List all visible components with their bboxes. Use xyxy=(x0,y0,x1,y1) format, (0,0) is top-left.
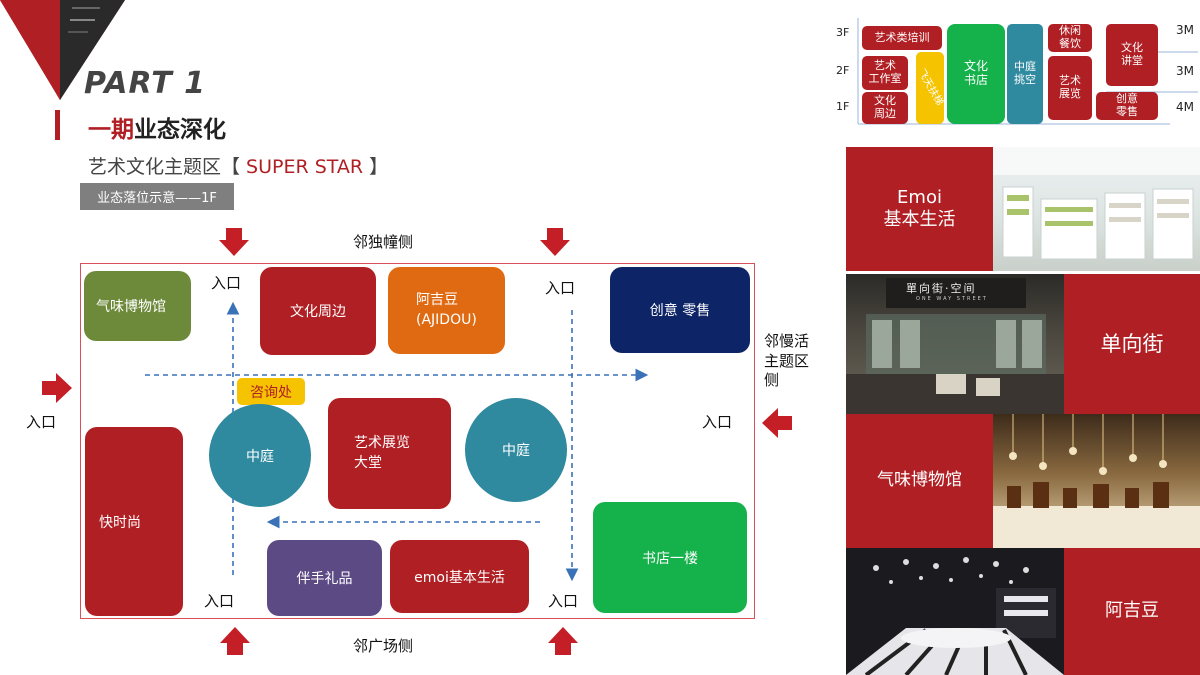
entry-arrow-top-left-icon xyxy=(219,228,249,256)
photo-oneway-street: 單向街·空间 ONE WAY STREET xyxy=(846,274,1064,414)
page-title-black: 业态深化 xyxy=(134,117,226,143)
part-label: PART 1 xyxy=(84,66,206,101)
oneway-sign-en: ONE WAY STREET xyxy=(916,296,988,302)
floor-3f: 3F xyxy=(836,26,850,39)
zone-culture-goods: 文化周边 xyxy=(260,267,376,355)
mini-art-training: 艺术类培训 xyxy=(862,26,942,50)
photo-ajidou-store xyxy=(846,548,1064,675)
entrance-label-left: 入口 xyxy=(26,413,57,431)
gallery-emoi-label: Emoi 基本生活 xyxy=(846,147,993,271)
zone-bookstore: 书店一楼 xyxy=(593,502,747,613)
height-3f: 3M xyxy=(1176,23,1194,37)
gallery-scent-label: 气味博物馆 xyxy=(846,414,993,548)
side-label-top: 邻独幢侧 xyxy=(353,233,414,251)
mini-art-studio: 艺术 工作室 xyxy=(862,56,908,90)
corner-decoration xyxy=(0,0,125,100)
photo-scent-museum xyxy=(993,414,1200,548)
side-label-bottom: 邻广场侧 xyxy=(353,637,414,655)
floor-tag: 业态落位示意——1F xyxy=(80,183,234,210)
subtitle: 艺术文化主题区【 SUPER STAR 】 xyxy=(88,152,388,179)
section-diagram: 3F 2F 1F 3M 3M 4M 艺术类培训 艺术 工作室 文化 周边 飞天扶… xyxy=(830,12,1198,127)
entry-arrow-left-icon xyxy=(42,373,72,403)
mini-bookstore: 文化 书店 xyxy=(947,24,1005,124)
entrance-label-bottom-right: 入口 xyxy=(548,592,579,610)
zone-fast-fashion: 快时尚 xyxy=(85,427,183,616)
mini-leisure: 休闲 餐饮 xyxy=(1048,24,1092,52)
page-title-red: 一期 xyxy=(88,117,134,143)
height-1f: 4M xyxy=(1176,100,1194,114)
photo-emoi-store xyxy=(993,147,1200,271)
side-label-right: 邻慢活 主题区 侧 xyxy=(764,332,810,389)
zone-courtyard-left: 中庭 xyxy=(209,404,311,507)
title-accent-bar xyxy=(55,110,60,140)
zone-gift: 伴手礼品 xyxy=(267,540,382,616)
mini-sky-escalator: 飞天扶梯 xyxy=(915,52,945,124)
zone-emoi: emoi基本生活 xyxy=(390,540,529,613)
height-2f: 3M xyxy=(1176,64,1194,78)
entrance-label-bottom-left: 入口 xyxy=(204,592,235,610)
mini-culture: 文化 周边 xyxy=(862,92,908,124)
zone-art-hall: 艺术展览 大堂 xyxy=(328,398,451,509)
entrance-label-top-right: 入口 xyxy=(545,279,576,297)
floor-plan-border xyxy=(80,263,755,619)
subtitle-pre: 艺术文化主题区【 xyxy=(88,156,247,178)
entry-arrow-right-icon xyxy=(762,408,792,438)
mini-lecture: 文化 讲堂 xyxy=(1106,24,1158,86)
mini-courtyard: 中庭 挑空 xyxy=(1007,24,1043,124)
entry-arrow-bottom-right-icon xyxy=(548,627,578,655)
gallery-ajidou-label: 阿吉豆 xyxy=(1064,548,1200,675)
floor-1f: 1F xyxy=(836,100,850,113)
consult-desk: 咨询处 xyxy=(237,378,305,405)
entrance-label-top-left: 入口 xyxy=(211,274,242,292)
subtitle-red: SUPER STAR xyxy=(246,156,364,178)
zone-ajidou: 阿吉豆 (AJIDOU) xyxy=(388,267,505,354)
subtitle-post: 】 xyxy=(363,156,389,178)
oneway-sign: 單向街·空间 xyxy=(906,282,977,295)
floor-2f: 2F xyxy=(836,64,850,77)
page-title: 一期业态深化 xyxy=(88,110,226,144)
entry-arrow-top-right-icon xyxy=(540,228,570,256)
mini-art-exhibit: 艺术 展览 xyxy=(1048,56,1092,120)
gallery-oneway-label: 单向街 xyxy=(1064,274,1200,414)
zone-courtyard-right: 中庭 xyxy=(465,398,567,502)
entrance-label-right: 入口 xyxy=(702,413,733,431)
zone-creative-retail: 创意 零售 xyxy=(610,267,750,353)
zone-scent-museum: 气味博物馆 xyxy=(84,271,191,341)
mini-creative: 创意 零售 xyxy=(1096,92,1158,120)
entry-arrow-bottom-left-icon xyxy=(220,627,250,655)
mini-sky-escalator-label: 飞天扶梯 xyxy=(915,67,945,108)
